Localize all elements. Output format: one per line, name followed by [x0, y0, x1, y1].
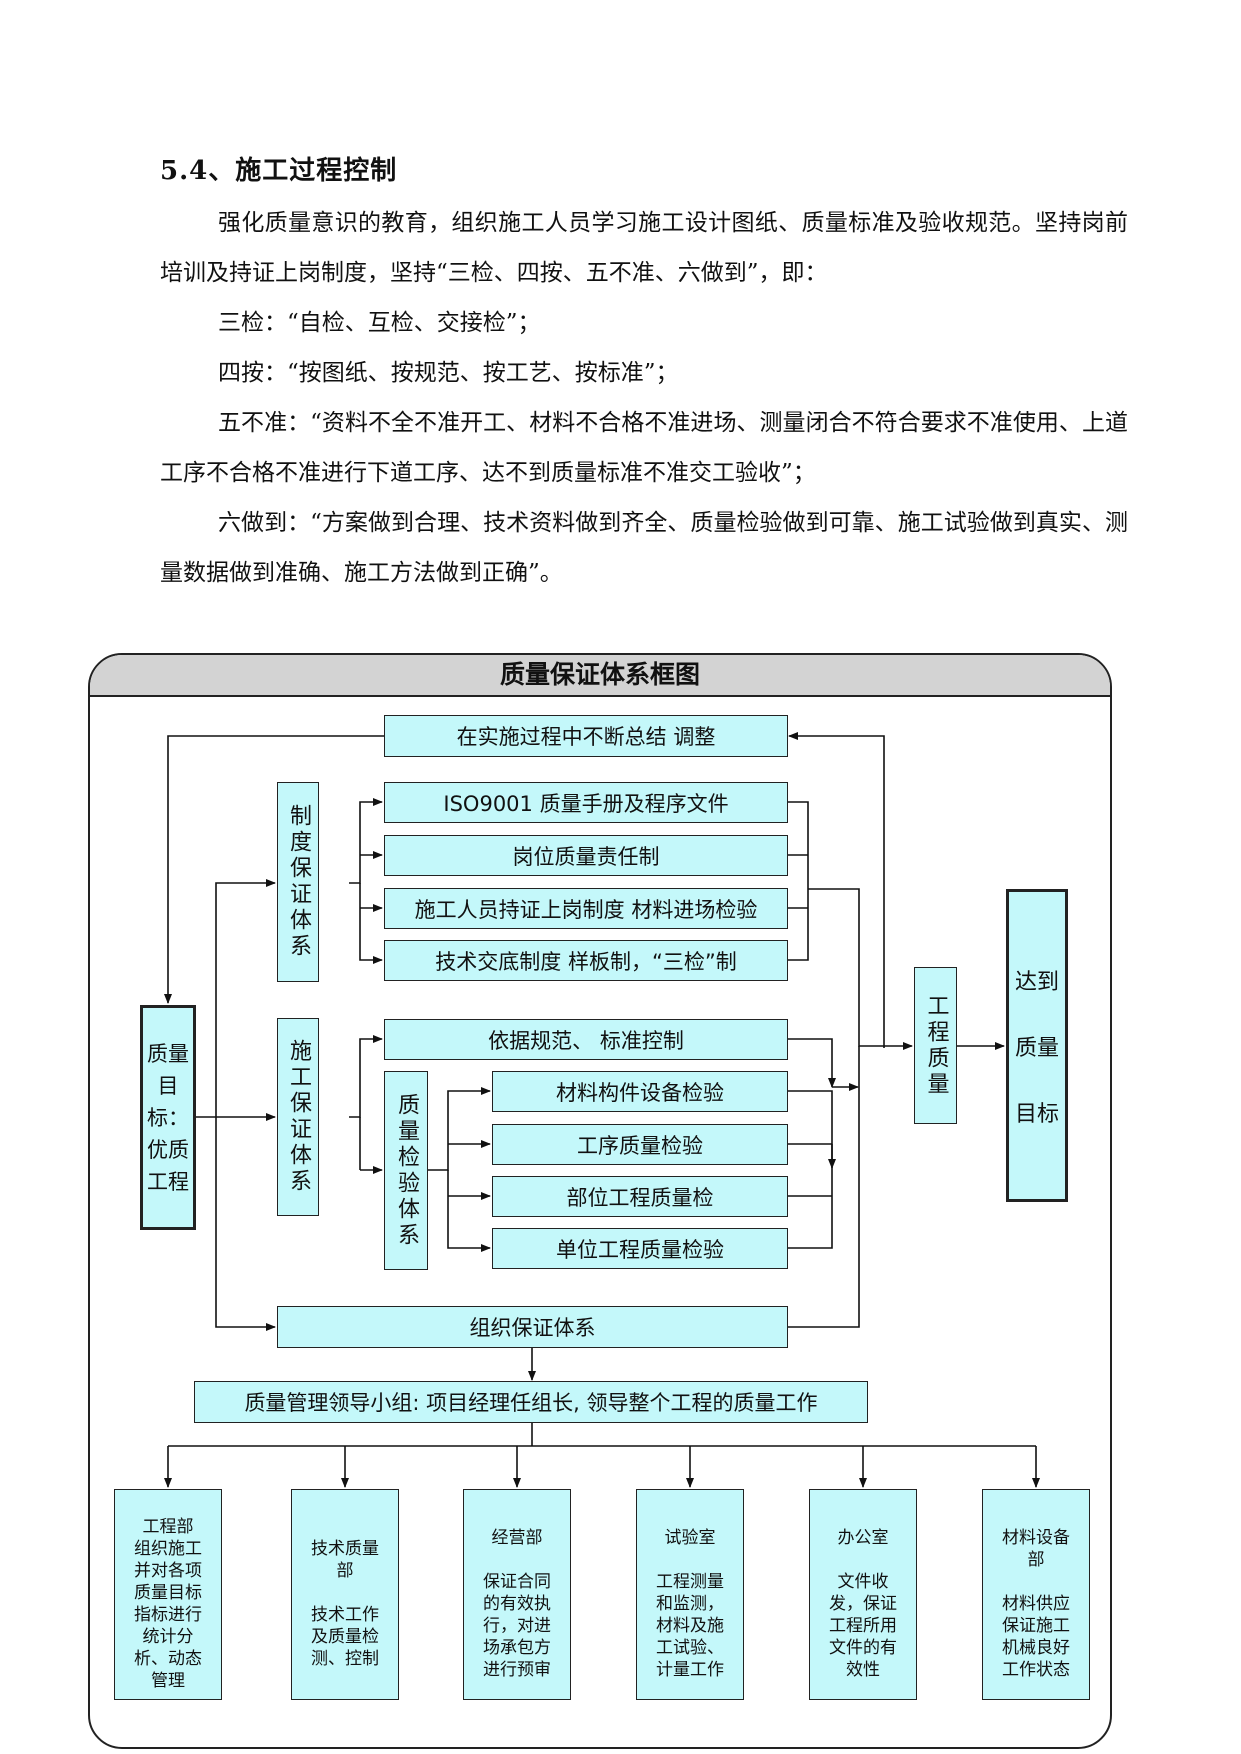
department-description: 材料供应 保证施工 机械良好 工作状态	[1002, 1593, 1070, 1680]
department-box-engineering: 工程部 组织施工 并对各项 质量目标 指标进行 统计分 析、动态 管理	[114, 1489, 222, 1700]
section-heading: 5.4、施工过程控制	[160, 156, 398, 186]
construction-guarantee-box: 施工保证体系	[277, 1018, 319, 1216]
diagram-title: 质量保证体系框图	[499, 660, 700, 689]
construction-guarantee-label: 施工保证体系	[286, 1039, 311, 1195]
department-box-technical-quality: 技术质量 部 技术工作 及质量检 测、控制	[291, 1489, 399, 1700]
department-name: 技术质量 部	[311, 1538, 379, 1581]
department-name: 材料设备 部	[1002, 1527, 1070, 1570]
system-item-label: ISO9001 质量手册及程序文件	[443, 791, 729, 816]
inspection-system-label: 质量检验体系	[394, 1092, 419, 1249]
inspection-item-unit: 单位工程质量检验	[492, 1228, 788, 1269]
system-item-label: 施工人员持证上岗制度 材料进场检验	[414, 897, 758, 922]
inspection-item-process: 工序质量检验	[492, 1124, 788, 1165]
department-description: 技术工作 及质量检 测、控制	[311, 1604, 379, 1669]
inspection-item-label: 部位工程质量检	[566, 1185, 714, 1210]
feedback-adjust-box: 在实施过程中不断总结 调整	[384, 715, 788, 757]
organization-guarantee-label: 组织保证体系	[469, 1316, 596, 1340]
quality-goal-label: 质量目标：优质工程	[147, 1041, 189, 1194]
department-box-office: 办公室 文件收 发，保证 工程所用 文件的有 效性	[809, 1489, 917, 1700]
system-item-label: 岗位质量责任制	[512, 844, 660, 869]
department-box-materials: 材料设备 部 材料供应 保证施工 机械良好 工作状态	[982, 1489, 1090, 1700]
department-description: 组织施工 并对各项 质量目标 指标进行 统计分 析、动态 管理	[134, 1538, 202, 1691]
diagram-header: 质量保证体系框图	[90, 655, 1110, 697]
department-box-laboratory: 试验室 工程测量 和监测， 材料及施 工试验、 计量工作	[636, 1489, 744, 1700]
achieve-goal-line-3: 目标	[1014, 1101, 1059, 1127]
achieve-goal-line-2: 质量	[1014, 1035, 1059, 1061]
department-name: 工程部	[142, 1516, 194, 1537]
standards-control-box: 依据规范、 标准控制	[384, 1019, 788, 1060]
system-item-certification: 施工人员持证上岗制度 材料进场检验	[384, 888, 788, 929]
inspection-item-label: 工序质量检验	[577, 1133, 703, 1158]
organization-guarantee-box: 组织保证体系	[277, 1306, 788, 1348]
achieve-goal-box: 达到 质量 目标	[1006, 889, 1068, 1202]
engineering-quality-label: 工程质量	[923, 993, 949, 1098]
five-nots-paragraph: 五不准：“资料不全不准开工、材料不合格不准进场、测量闭合不符合要求不准使用、上道…	[160, 410, 1128, 486]
department-description: 保证合同 的有效执 行，对进 场承包方 进行预审	[483, 1571, 551, 1680]
inspection-item-materials: 材料构件设备检验	[492, 1071, 788, 1112]
department-name: 试验室	[664, 1527, 716, 1548]
six-dos-paragraph: 六做到：“方案做到合理、技术资料做到齐全、质量检验做到可靠、施工试验做到真实、测…	[160, 510, 1128, 586]
system-item-disclosure: 技术交底制度 样板制，“三检”制	[384, 940, 788, 981]
inspection-item-label: 材料构件设备检验	[556, 1080, 724, 1105]
department-box-business: 经营部 保证合同 的有效执 行，对进 场承包方 进行预审	[463, 1489, 571, 1700]
four-follows-paragraph: 四按：“按图纸、按规范、按工艺、按标准”；	[218, 360, 679, 386]
inspection-item-part: 部位工程质量检	[492, 1176, 788, 1217]
intro-paragraph: 强化质量意识的教育，组织施工人员学习施工设计图纸、质量标准及验收规范。坚持岗前培…	[160, 210, 1128, 286]
inspection-item-label: 单位工程质量检验	[556, 1237, 724, 1262]
three-checks-paragraph: 三检：“自检、互检、交接检”；	[218, 310, 541, 336]
inspection-system-box: 质量检验体系	[384, 1071, 428, 1270]
achieve-goal-line-1: 达到	[1014, 969, 1059, 995]
department-name: 办公室	[837, 1527, 889, 1548]
department-description: 工程测量 和监测， 材料及施 工试验、 计量工作	[656, 1571, 724, 1680]
department-description: 文件收 发，保证 工程所用 文件的有 效性	[829, 1571, 897, 1680]
system-guarantee-box: 制度保证体系	[277, 782, 319, 982]
leadership-group-box: 质量管理领导小组: 项目经理任组长, 领导整个工程的质量工作	[194, 1381, 868, 1423]
feedback-adjust-label: 在实施过程中不断总结 调整	[456, 725, 716, 749]
system-item-label: 技术交底制度 样板制，“三检”制	[435, 949, 737, 974]
engineering-quality-box: 工程质量	[914, 967, 957, 1124]
department-name: 经营部	[491, 1527, 543, 1548]
system-item-iso: ISO9001 质量手册及程序文件	[384, 782, 788, 823]
system-guarantee-label: 制度保证体系	[286, 804, 311, 960]
standards-control-label: 依据规范、 标准控制	[488, 1028, 684, 1053]
leadership-group-label: 质量管理领导小组: 项目经理任组长, 领导整个工程的质量工作	[244, 1391, 818, 1415]
quality-goal-box: 质量目标：优质工程	[140, 1005, 196, 1230]
system-item-responsibility: 岗位质量责任制	[384, 835, 788, 876]
